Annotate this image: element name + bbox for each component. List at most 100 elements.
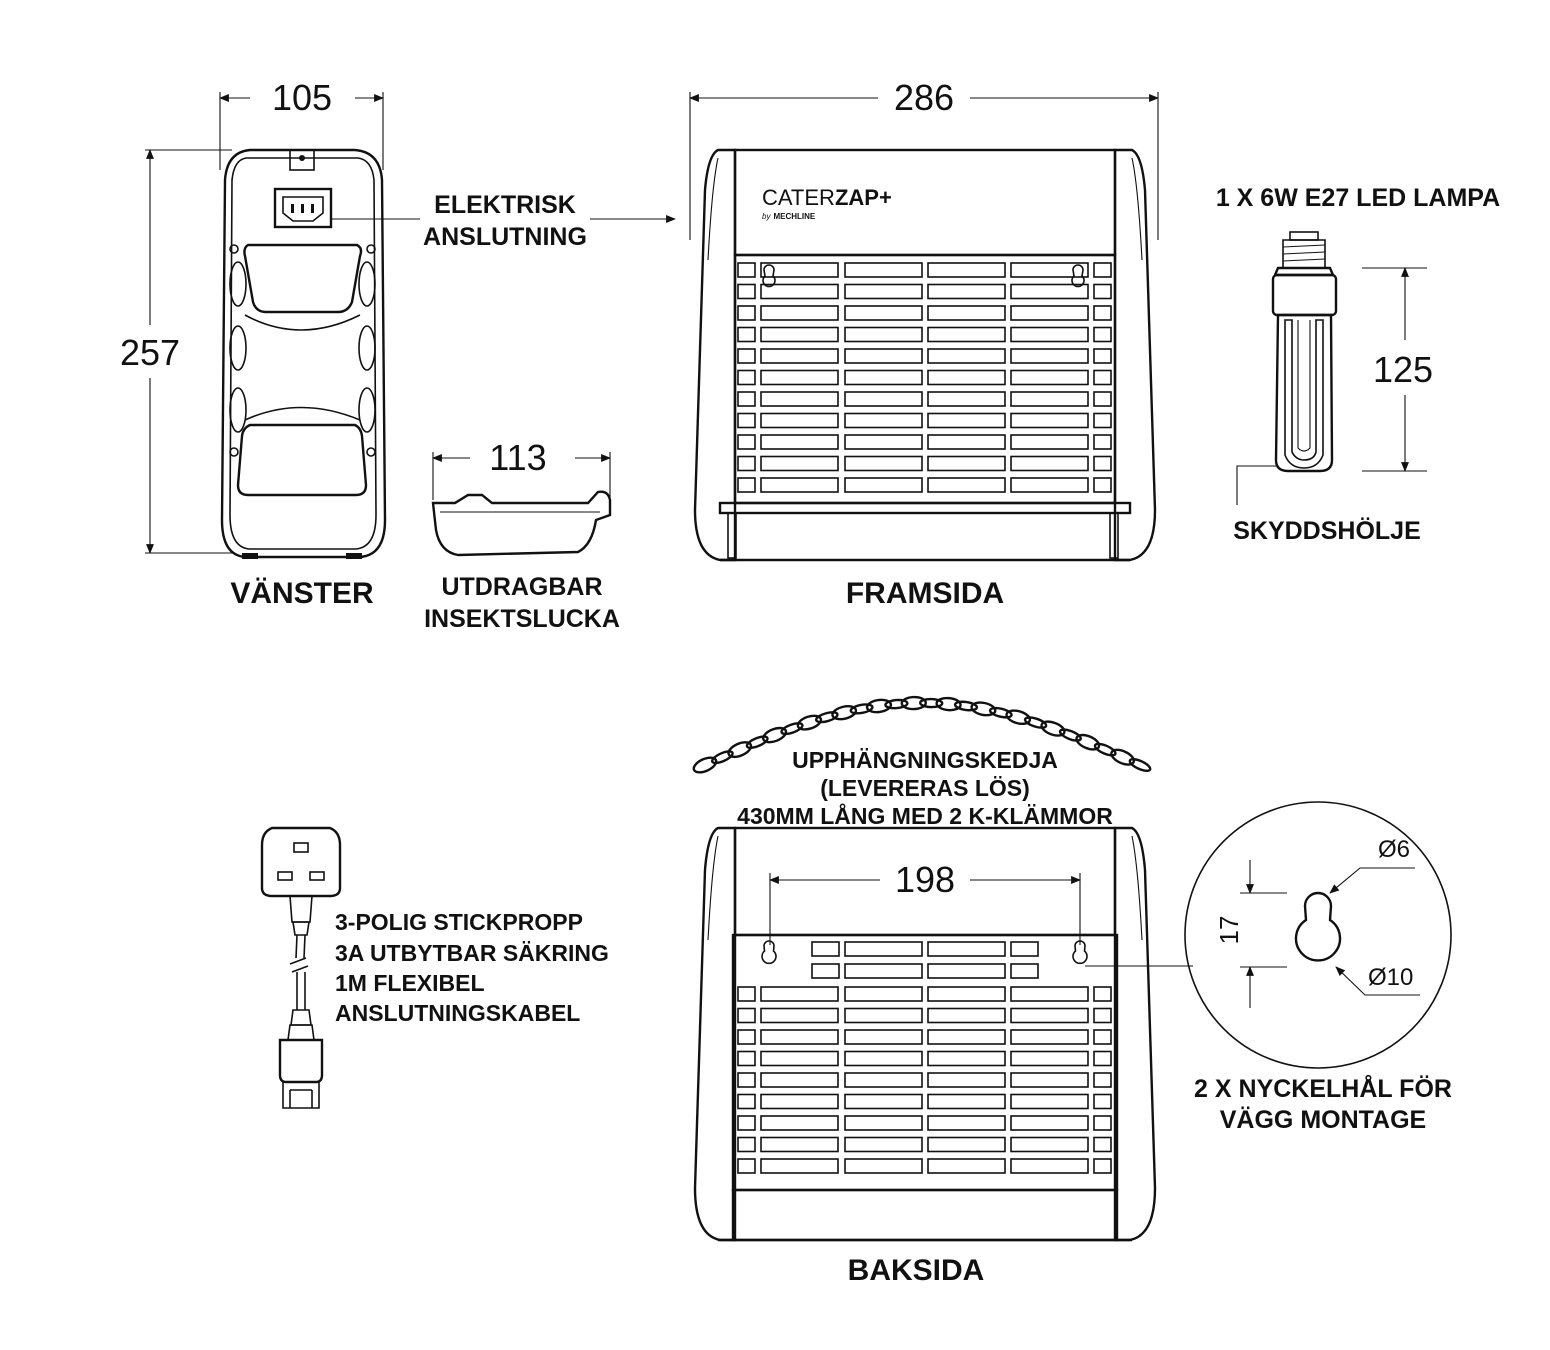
brand-logo: CATERZAP+: [762, 185, 892, 210]
grille-slat: [927, 963, 1006, 979]
grille-slat: [1010, 1115, 1089, 1131]
grille-slat: [844, 1093, 923, 1110]
grille-slat: [1010, 986, 1089, 1002]
grille-slat: [737, 1072, 756, 1088]
grille-slat: [1010, 262, 1089, 278]
grille-slat: [760, 305, 839, 321]
grille-slat: [737, 326, 756, 343]
grille-slat: [1093, 986, 1112, 1002]
grille-slat: [927, 348, 1006, 364]
dim-back-spacing: 198: [895, 859, 955, 900]
grille-slat: [737, 1158, 756, 1174]
grille-slat: [1010, 1050, 1089, 1067]
grille-slat: [927, 477, 1006, 493]
grille-slat: [737, 348, 756, 364]
grille-slat: [927, 1115, 1006, 1131]
grille-slat: [1093, 434, 1112, 450]
grille-slat: [1093, 1050, 1112, 1067]
grille-slat: [737, 391, 756, 407]
grille-slat: [1010, 348, 1089, 364]
dim-lamp-height: 125: [1373, 349, 1433, 390]
grille-slat: [737, 455, 756, 472]
label-chain-1: UPPHÄNGNINGSKEDJA: [792, 747, 1058, 773]
grille-slat: [737, 412, 756, 429]
keyhole-right: [1072, 940, 1088, 965]
label-plug-4: ANSLUTNINGSKABEL: [335, 1000, 580, 1026]
chain-labels: UPPHÄNGNINGSKEDJA (LEVERERAS LÖS) 430MM …: [737, 747, 1113, 829]
label-chain-3: 430MM LÅNG MED 2 K-KLÄMMOR: [737, 802, 1113, 829]
grille-slat: [844, 477, 923, 493]
grille-slat: [927, 1072, 1006, 1088]
chain-link: [1058, 728, 1082, 742]
grille-slat: [844, 434, 923, 450]
label-plug-3: 1M FLEXIBEL: [335, 970, 485, 996]
grille-slat: [760, 1136, 839, 1153]
grille-slat: [844, 1072, 923, 1088]
grille-slat: [737, 477, 756, 493]
dim-tray-width: 113: [489, 437, 546, 478]
grille-slat: [927, 326, 1006, 343]
grille-slat: [760, 1050, 839, 1067]
grille-slat: [760, 1029, 839, 1045]
chain-link: [796, 714, 823, 731]
grille-slat: [737, 1115, 756, 1131]
grille-slat: [760, 1007, 839, 1024]
chain-link: [1110, 748, 1136, 766]
grille-slat: [1093, 326, 1112, 343]
left-side-view: 105 257: [120, 77, 387, 610]
grille-slat: [844, 348, 923, 364]
grille-slat: [760, 283, 839, 300]
chain-link: [953, 700, 979, 712]
grille-slat: [737, 1093, 756, 1110]
chain-link: [865, 698, 893, 714]
grille-slat: [1010, 412, 1089, 429]
grille-slat: [1010, 326, 1089, 343]
grille-slat: [927, 412, 1006, 429]
grille-slat: [760, 1072, 839, 1088]
grille-slat: [1010, 477, 1089, 493]
label-lamp-title: 1 X 6W E27 LED LAMPA: [1216, 184, 1500, 212]
grille-slat: [844, 369, 923, 386]
grille-slat: [844, 412, 923, 429]
label-keyhole-2: VÄGG MONTAGE: [1220, 1106, 1426, 1134]
chain-link: [988, 706, 1013, 719]
grille-slat: [844, 1158, 923, 1174]
grille-slat: [737, 1136, 756, 1153]
dim-keyhole-spacing: 17: [1214, 916, 1244, 945]
grille-slat: [844, 1050, 923, 1067]
grille-slat: [1010, 283, 1089, 300]
chain-link: [711, 750, 734, 765]
grille-slat: [1010, 434, 1089, 450]
grille-slat: [737, 1050, 756, 1067]
chain-link: [1075, 733, 1101, 751]
grille-slat: [927, 1136, 1006, 1153]
grille-slat: [760, 412, 839, 429]
label-tray-1: UTDRAGBAR: [441, 573, 602, 601]
grille-slat: [737, 305, 756, 321]
grille-slat: [811, 963, 840, 979]
grille-slat: [760, 455, 839, 472]
grille-slat: [927, 1093, 1006, 1110]
grille-slat: [1093, 262, 1112, 278]
grille-slat: [1010, 1007, 1089, 1024]
grille-slat: [927, 391, 1006, 407]
dim-keyhole-large: Ø10: [1368, 964, 1413, 991]
grille-slat: [844, 1115, 923, 1131]
tray-view: 113 UTDRAGBAR INSEKTSLUCKA: [424, 437, 620, 633]
chain-link: [727, 741, 753, 759]
grille-slat: [1010, 1072, 1089, 1088]
grille-slat: [1010, 1136, 1089, 1153]
grille-slat: [844, 1029, 923, 1045]
grille-slat: [1093, 1007, 1112, 1024]
chain-link: [1023, 716, 1048, 729]
grille-slat: [844, 941, 923, 957]
grille-slat: [927, 283, 1006, 300]
grille-slat: [927, 1158, 1006, 1174]
grille-slat: [760, 986, 839, 1002]
chain-link: [831, 705, 858, 721]
grille-slat: [737, 986, 756, 1002]
chain-link: [762, 726, 788, 744]
chain-link: [1128, 758, 1152, 772]
